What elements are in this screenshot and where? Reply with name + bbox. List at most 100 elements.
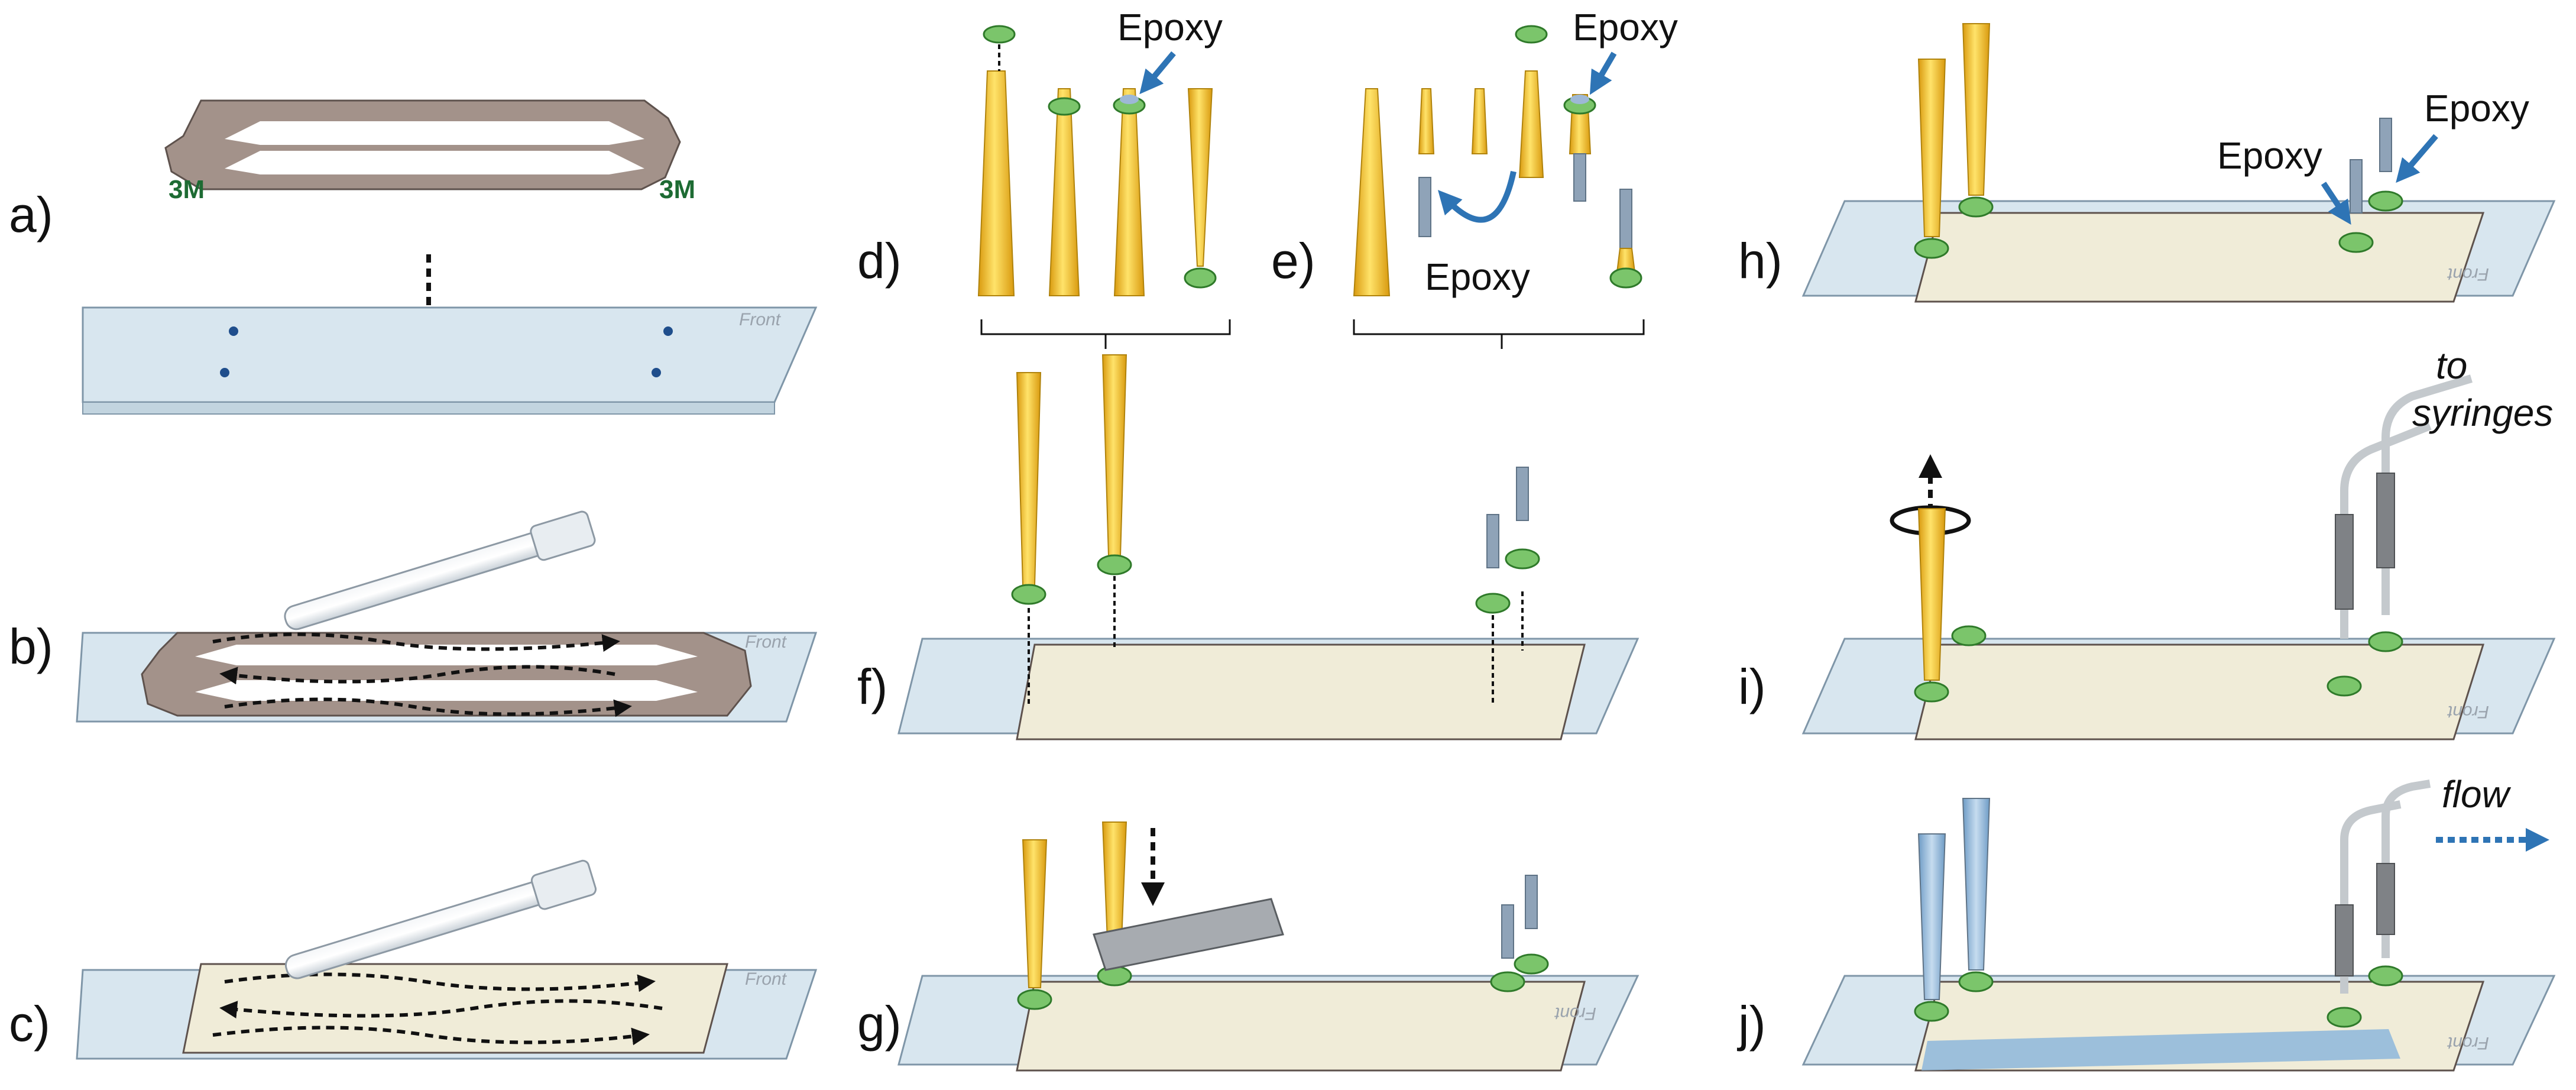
liquid-filled-tip [1962,798,1991,971]
pipette-tip-tool [284,510,596,630]
slide-front-label: Front [2447,702,2489,722]
panel-h: Epoxy Epoxy Front [1801,23,2556,303]
epoxy-label: Epoxy [1117,6,1223,48]
needle-hub [2335,904,2354,976]
flow-label: flow [2442,773,2512,816]
epoxy-arrow [2396,134,2438,183]
panel-label-b: b) [9,619,53,674]
liquid-filled-tip [1917,833,1946,1000]
pipette-tip [977,70,1015,296]
tubing [1525,875,1538,929]
slide-front-label: Front [739,310,782,329]
connector [1958,971,1994,992]
needle-hub [2376,863,2395,935]
syringes-label: syringes [2412,392,2553,434]
pipette-tip [1016,372,1042,586]
pipette-tip [1353,88,1391,296]
film-layer [1914,643,2485,740]
tubing [2379,118,2392,172]
tubing [2350,159,2363,214]
inlet-hole [220,368,229,377]
tubing [1573,153,1586,202]
panel-label-e: e) [1271,233,1315,289]
panel-label-j: j) [1736,996,1766,1052]
panel-d: Epoxy [977,6,1231,349]
panel-label-f: f) [857,659,887,714]
pipette-tip [1113,88,1145,296]
connector [2368,190,2403,212]
tubing-line [2340,422,2432,639]
panel-e: Epoxy Epoxy [1353,6,1678,349]
panel-b: Front [76,510,818,723]
glass-slide [82,306,818,403]
connector [2326,675,2362,697]
tape-brand-right: 3M [659,175,695,204]
panel-i: to syringes Front [1801,344,2556,740]
connector [1505,548,1540,570]
film-layer [182,963,728,1054]
connector [1490,971,1525,992]
connector [2368,965,2403,987]
panel-f [897,354,1639,740]
outlet-hole [663,326,673,336]
connector [1184,267,1217,289]
stencil-cutout-top [225,121,644,145]
connector [1951,625,1987,646]
slide-front-label: Front [2447,264,2489,284]
pressing-path [212,1026,650,1046]
epoxy-label: Epoxy [2217,134,2322,177]
film-layer [1016,643,1586,740]
connector [1475,593,1511,614]
slide-front-label: Front [1554,1004,1596,1023]
outlet-hole [652,368,661,377]
connector [1017,989,1052,1010]
connector [1514,953,1549,975]
bracket [980,319,1231,349]
pipette-tip [1917,508,1946,681]
epoxy-arrow [1589,51,1617,95]
tubing [1486,514,1499,568]
tubing-line [2381,780,2431,958]
connector [2338,232,2374,253]
pressing-path [224,972,656,992]
pipette-tip [1518,70,1544,178]
connector [2368,631,2403,652]
pipette-tip-tool [284,859,597,979]
panel-g: Front [897,821,1639,1072]
connector [1958,196,1994,218]
pipette-tip [1187,88,1213,267]
tape-brand-left: 3M [169,175,205,204]
pipette-tip [1471,88,1488,154]
liquid-channel [1922,1029,2400,1070]
film-layer [1914,212,2485,303]
connector [1048,97,1081,116]
panel-label-c: c) [9,996,50,1052]
needle-hub [2335,514,2354,610]
connector [983,25,1016,44]
glass-slide-edge [82,402,775,415]
slide-front-label: Front [745,632,788,652]
connector [1515,25,1548,44]
pipette-tip [1962,23,1991,196]
connector [2326,1007,2362,1028]
connector [1914,238,1949,259]
pressing-path [212,632,620,652]
slide-front-label: Front [2447,1033,2489,1053]
epoxy-label: Epoxy [1425,255,1530,298]
connector [1914,1001,1949,1022]
razor-blade [1093,898,1284,971]
pressing-path [224,697,632,717]
epoxy-label: Epoxy [2424,87,2529,130]
needle-hub [2376,473,2395,568]
tubing [1516,467,1529,521]
pipette-tip [1022,839,1048,988]
tape-channel-top [195,645,698,665]
epoxy-drop [1570,95,1589,104]
panel-label-d: d) [857,233,902,289]
panel-label-a: a) [9,187,53,242]
inlet-hole [229,326,238,336]
tubing-line [2340,800,2402,994]
tubing [1418,177,1431,237]
pressing-path [219,665,615,685]
